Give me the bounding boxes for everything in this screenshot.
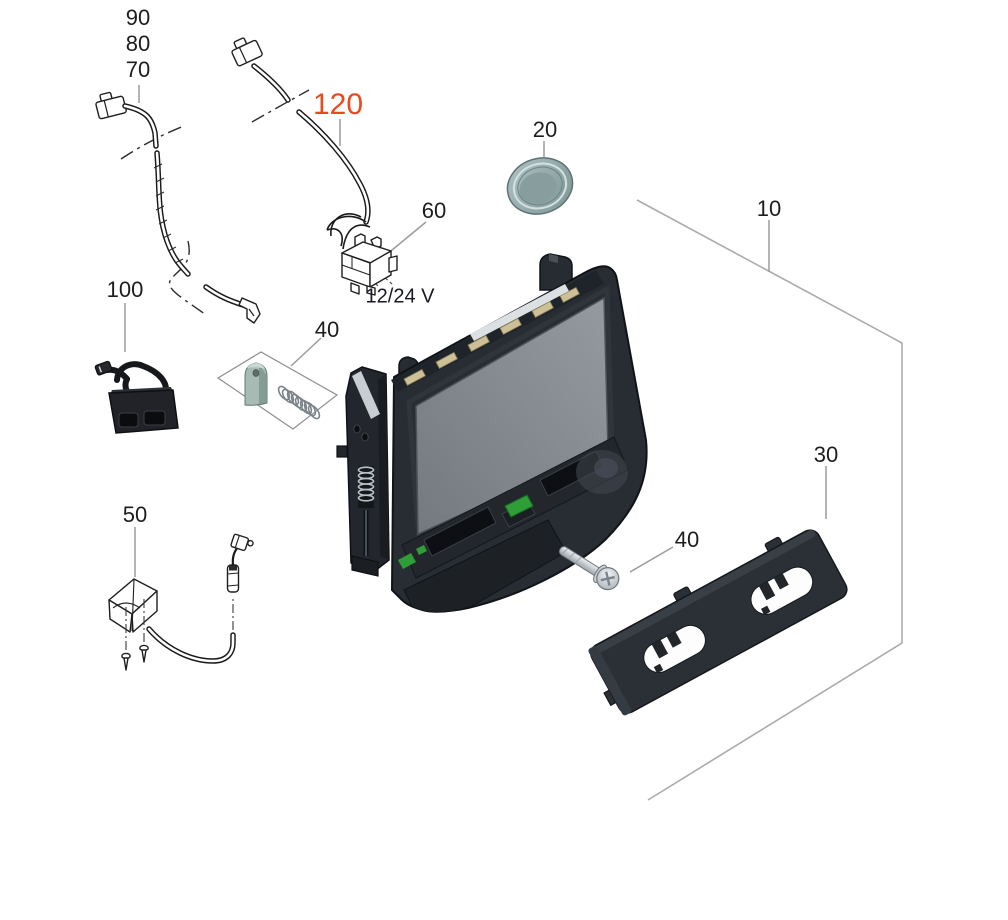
assembly-boundary-line (636, 199, 903, 801)
part-30-mounting-plate-illustration (588, 529, 848, 716)
part-40-latch-spring-illustration (216, 351, 339, 430)
cable-120-illustration (231, 37, 371, 250)
part-label-20: 20 (532, 117, 558, 142)
cable-90-80-70-illustration (95, 91, 261, 324)
main-unit-illustration (336, 253, 648, 613)
part-label-10: 10 (756, 196, 782, 221)
part-100-connector-illustration (94, 360, 179, 434)
part-label-80: 80 (125, 31, 151, 56)
part-label-100: 100 (106, 277, 144, 302)
part-label-60: 60 (421, 198, 447, 223)
part-label-50: 50 (122, 502, 148, 527)
part-label-90: 90 (125, 5, 151, 30)
voltage-annotation: 12/24 V (365, 285, 435, 308)
part-label-70: 70 (125, 57, 151, 82)
part-label-40-left: 40 (314, 317, 340, 342)
part-20-cap-illustration (506, 157, 574, 215)
break-lines (120, 89, 310, 316)
part-40-screw-illustration (558, 546, 620, 591)
part-label-120: 120 (312, 88, 364, 121)
part-label-30: 30 (813, 442, 839, 467)
part-label-40-right: 40 (674, 527, 700, 552)
part-50-bracket-illustration (108, 533, 254, 671)
part-60-power-connector-illustration (341, 233, 398, 296)
